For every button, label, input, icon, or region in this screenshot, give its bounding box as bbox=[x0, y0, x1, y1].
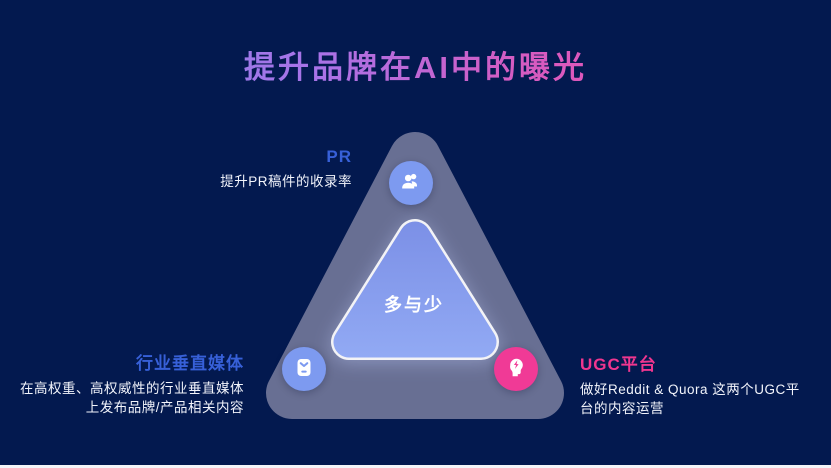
media-node-desc-line1: 在高权重、高权威性的行业垂直媒体 bbox=[20, 381, 244, 396]
media-node-text: 行业垂直媒体 在高权重、高权威性的行业垂直媒体 上发布品牌/产品相关内容 bbox=[20, 349, 244, 417]
pr-node-circle bbox=[389, 161, 433, 205]
media-node-label: 行业垂直媒体 bbox=[136, 354, 244, 373]
ugc-node-label: UGC平台 bbox=[580, 355, 657, 374]
ugc-node-text: UGC平台 做好Reddit & Quora 这两个UGC平 台的内容运营 bbox=[580, 350, 800, 418]
users-icon bbox=[399, 169, 423, 198]
center-label: 多与少 bbox=[384, 295, 444, 315]
media-node-desc-line2: 上发布品牌/产品相关内容 bbox=[85, 400, 244, 416]
inner-triangle bbox=[333, 221, 497, 358]
ugc-node-desc-line2: 台的内容运营 bbox=[580, 401, 664, 417]
pr-node-desc: 提升PR稿件的收录率 bbox=[220, 174, 352, 189]
ugc-node-desc-line1: 做好Reddit & Quora 这两个UGC平 bbox=[580, 382, 800, 397]
pr-node-label: PR bbox=[326, 147, 352, 166]
media-node-circle bbox=[282, 347, 326, 391]
ugc-node-circle bbox=[494, 347, 538, 391]
head-bolt-icon bbox=[504, 355, 528, 384]
slide-title: 提升品牌在AI中的曝光 bbox=[0, 42, 831, 87]
slide-bottom-edge bbox=[0, 465, 831, 468]
bag-icon bbox=[292, 355, 316, 384]
pr-node-text: PR 提升PR稿件的收录率 bbox=[220, 147, 352, 191]
